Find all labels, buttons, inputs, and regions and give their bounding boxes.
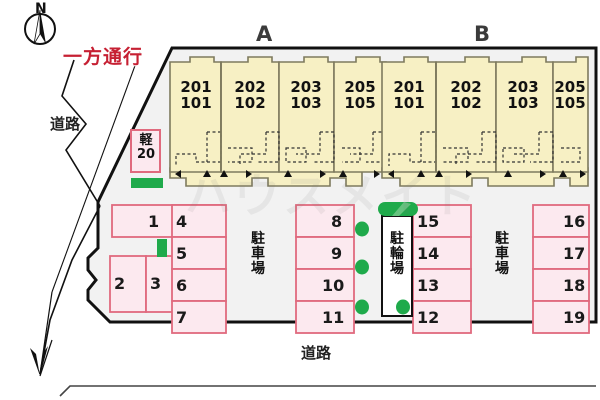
shrub-dot-2 xyxy=(355,259,369,275)
unit-b-201-101[interactable]: 201 101 xyxy=(386,78,432,112)
shrub-dot-4 xyxy=(396,299,410,315)
parking-slot-label-18[interactable]: 18 xyxy=(563,276,586,295)
unit-lower-label: 103 xyxy=(290,93,322,112)
building-a-unit-2 xyxy=(220,56,280,173)
unit-upper-label: 203 xyxy=(290,78,322,96)
parking-slot-label-8[interactable]: 8 xyxy=(331,212,343,231)
road-label-left: 道路 xyxy=(50,115,81,133)
building-a-unit-1 xyxy=(169,56,222,173)
parking-slot-shape-19 xyxy=(532,300,590,334)
unit-lower-label: 103 xyxy=(507,93,539,112)
green-strip-kei xyxy=(131,178,163,188)
parking-slot-label-10[interactable]: 10 xyxy=(322,276,345,295)
parking-slot-shape-9 xyxy=(295,236,355,270)
parking-slot-label-6[interactable]: 6 xyxy=(176,276,188,295)
parking-slot-shape-11 xyxy=(295,300,355,334)
unit-a-202-102[interactable]: 202 102 xyxy=(227,78,273,112)
bicycle-parking-label: 駐輪場 xyxy=(390,231,404,278)
parking-slot-label-7[interactable]: 7 xyxy=(176,308,188,327)
unit-lower-label: 101 xyxy=(180,93,212,112)
parking-slot-shape-16 xyxy=(532,204,590,238)
parking-slot-shape-14 xyxy=(412,236,472,270)
compass-rose xyxy=(24,9,56,45)
watermark: ハウスメイト xyxy=(185,169,479,223)
parking-slot-shape-13 xyxy=(412,268,472,302)
kei-number-label: 20 xyxy=(136,147,156,163)
one-way-traffic-label: 一方通行 xyxy=(63,46,144,68)
building-b-entry-arrows xyxy=(388,170,586,178)
parking-lot-label-right: 駐車場 xyxy=(495,231,509,278)
unit-b-202-102[interactable]: 202 102 xyxy=(443,78,489,112)
unit-lower-label: 101 xyxy=(393,93,425,112)
parking-slot-label-16[interactable]: 16 xyxy=(563,212,586,231)
parking-lot-label-left: 駐車場 xyxy=(251,231,265,278)
road-label-bottom: 道路 xyxy=(301,344,332,362)
traffic-direction-arrow xyxy=(30,291,53,377)
parking-slot-shape-10 xyxy=(295,268,355,302)
parking-slot-shape-15 xyxy=(412,204,472,238)
parking-slot-label-9[interactable]: 9 xyxy=(331,244,343,263)
unit-lower-label: 102 xyxy=(234,93,266,112)
kei-prefix-label: 軽 xyxy=(139,133,153,148)
unit-upper-label: 205 xyxy=(554,78,586,96)
unit-upper-label: 205 xyxy=(344,78,376,96)
road-edge-bottom xyxy=(59,385,596,397)
building-letter-b: B xyxy=(474,22,491,46)
parking-slot-shape-7 xyxy=(171,300,227,334)
unit-upper-label: 202 xyxy=(234,78,266,96)
unit-b-203-103[interactable]: 203 103 xyxy=(500,78,546,112)
building-a xyxy=(169,56,387,187)
parking-slot-label-11[interactable]: 11 xyxy=(322,308,345,327)
building-b-interior-paths xyxy=(388,131,581,166)
road-edge-left-lower xyxy=(39,205,101,375)
road-edge-left xyxy=(61,59,101,207)
shrub-top-bicycle-highlight xyxy=(392,202,411,216)
parking-slot-label-19[interactable]: 19 xyxy=(563,308,586,327)
parking-slot-label-15[interactable]: 15 xyxy=(417,212,440,231)
parking-slot-label-5[interactable]: 5 xyxy=(176,244,188,263)
parking-slot-shape-6 xyxy=(171,268,227,302)
unit-upper-label: 203 xyxy=(507,78,539,96)
compass-needle-dark xyxy=(40,10,46,44)
road-centerline xyxy=(51,51,141,293)
unit-upper-label: 202 xyxy=(450,78,482,96)
parking-slot-label-1[interactable]: 1 xyxy=(148,212,160,231)
building-b-unit-1 xyxy=(381,56,437,173)
unit-lower-label: 105 xyxy=(344,93,376,112)
building-b-unit-2 xyxy=(435,56,497,173)
building-a-unit-3 xyxy=(278,56,335,173)
parking-slot-shape-2 xyxy=(109,255,147,313)
shrub-dots xyxy=(355,221,410,315)
green-strip-left xyxy=(157,239,167,257)
building-b-unit-4 xyxy=(552,56,589,173)
parking-slot-label-2[interactable]: 2 xyxy=(114,274,126,293)
building-letter-a: A xyxy=(256,22,273,46)
parking-slot-label-3[interactable]: 3 xyxy=(150,274,162,293)
shrub-dot-1 xyxy=(355,221,369,237)
compass-north-label: N xyxy=(35,1,47,17)
shrub-dot-3 xyxy=(355,299,369,315)
unit-upper-label: 201 xyxy=(393,78,425,96)
parking-slot-label-14[interactable]: 14 xyxy=(417,244,440,263)
parking-slot-label-12[interactable]: 12 xyxy=(417,308,440,327)
unit-a-205-105[interactable]: 205 105 xyxy=(337,78,383,112)
compass-needle-light xyxy=(33,9,41,45)
building-a-entry-arrows xyxy=(175,170,380,178)
building-b xyxy=(381,56,589,187)
parking-slot-label-4[interactable]: 4 xyxy=(176,212,188,231)
unit-a-203-103[interactable]: 203 103 xyxy=(283,78,329,112)
unit-a-201-101[interactable]: 201 101 xyxy=(173,78,219,112)
unit-upper-label: 201 xyxy=(180,78,212,96)
parking-slot-kei-20 xyxy=(130,129,161,173)
unit-lower-label: 102 xyxy=(450,93,482,112)
parking-slot-label-13[interactable]: 13 xyxy=(417,276,440,295)
parking-slot-kei-label[interactable]: 軽 20 xyxy=(132,133,160,163)
unit-lower-label: 105 xyxy=(554,93,586,112)
unit-b-205-105[interactable]: 205 105 xyxy=(547,78,593,112)
parking-slot-label-17[interactable]: 17 xyxy=(563,244,586,263)
